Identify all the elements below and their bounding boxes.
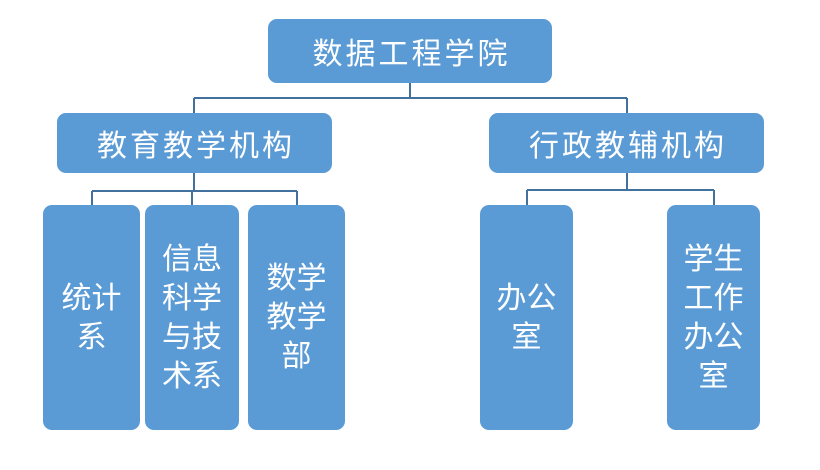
org-node-student-work-office-label: 学生工作办公室 [683, 242, 744, 393]
org-node-statistics-dept: 统计系 [43, 205, 140, 430]
org-node-infosci-tech-dept: 信息科学与技术系 [145, 205, 239, 430]
org-node-admin-label: 行政教辅机构 [529, 130, 727, 163]
org-node-office-label: 办公室 [496, 281, 557, 354]
org-node-student-work-office: 学生工作办公室 [667, 205, 760, 430]
org-node-infosci-tech-dept-label: 信息科学与技术系 [162, 242, 222, 393]
org-node-education: 教育教学机构 [57, 113, 332, 173]
org-node-office: 办公室 [480, 205, 573, 430]
org-node-root: 数据工程学院 [268, 19, 552, 83]
org-node-math-teaching-dept: 数学教学部 [248, 205, 345, 430]
org-node-math-teaching-dept-label: 数学教学部 [266, 262, 327, 373]
org-node-root-label: 数据工程学院 [312, 38, 511, 71]
org-node-statistics-dept-label: 统计系 [61, 281, 122, 354]
org-node-education-label: 教育教学机构 [97, 130, 295, 163]
org-node-admin: 行政教辅机构 [489, 113, 764, 173]
